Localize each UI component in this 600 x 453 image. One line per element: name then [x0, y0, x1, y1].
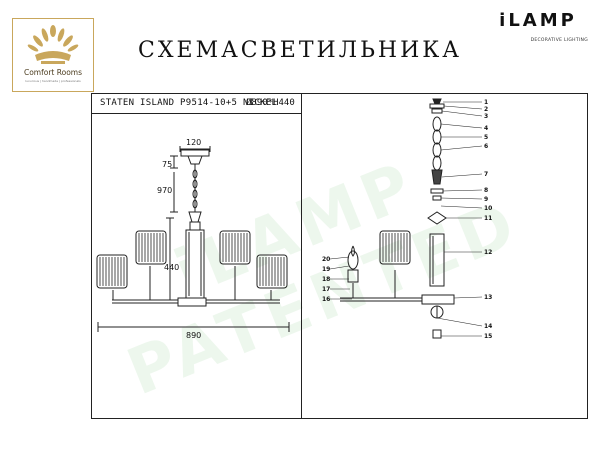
comfort-rooms-logo: Comfort Rooms luxurious | handmade | pro… — [12, 18, 94, 92]
dim-width: 890 — [186, 331, 202, 340]
callout-7: 7 — [484, 171, 489, 178]
callout-18: 18 — [322, 276, 331, 283]
callout-17: 17 — [322, 286, 331, 293]
callout-2: 2 — [484, 106, 489, 113]
size-spec: Ø890*H440 — [246, 98, 295, 108]
callout-11: 11 — [484, 215, 493, 222]
callout-15: 15 — [484, 333, 493, 340]
parts-view-drawing — [340, 98, 455, 339]
callout-9: 9 — [484, 196, 489, 203]
front-view-drawing — [96, 146, 290, 332]
dim-top-width: 120 — [186, 138, 202, 147]
callout-20: 20 — [322, 256, 331, 263]
callout-8: 8 — [484, 187, 489, 194]
leader-lines — [329, 101, 483, 337]
dim-height: 440 — [164, 263, 180, 272]
callout-13: 13 — [484, 294, 493, 301]
callout-1: 1 — [484, 99, 489, 106]
callout-16: 16 — [322, 296, 331, 303]
callout-3: 3 — [484, 113, 489, 120]
brand-name: iLAMP — [499, 10, 577, 31]
logo-tagline: luxurious | handmade | professionals — [25, 79, 81, 83]
frame-divider — [301, 93, 302, 419]
dim-canopy: 75 — [162, 160, 173, 169]
callout-19: 19 — [322, 266, 331, 273]
dim-drop: 970 — [157, 186, 173, 195]
callout-6: 6 — [484, 143, 489, 150]
model-name: STATEN ISLAND P9514-10+5 NICKEL — [100, 98, 278, 108]
model-underline — [91, 113, 301, 114]
callout-14: 14 — [484, 323, 493, 330]
callout-12: 12 — [484, 249, 493, 256]
logo-name: Comfort Rooms — [23, 68, 83, 77]
callout-5: 5 — [484, 134, 489, 141]
callout-10: 10 — [484, 205, 493, 212]
callout-4: 4 — [484, 125, 489, 132]
crown-icon — [27, 25, 79, 64]
brand-subtitle: DECORATIVE LIGHTING — [530, 38, 588, 43]
drawing-frame — [91, 93, 588, 419]
ilamp-brand: iLAMP DECORATIVE LIGHTING — [488, 10, 588, 50]
page-title: СХЕМАСВЕТИЛЬНИКА — [138, 38, 462, 63]
